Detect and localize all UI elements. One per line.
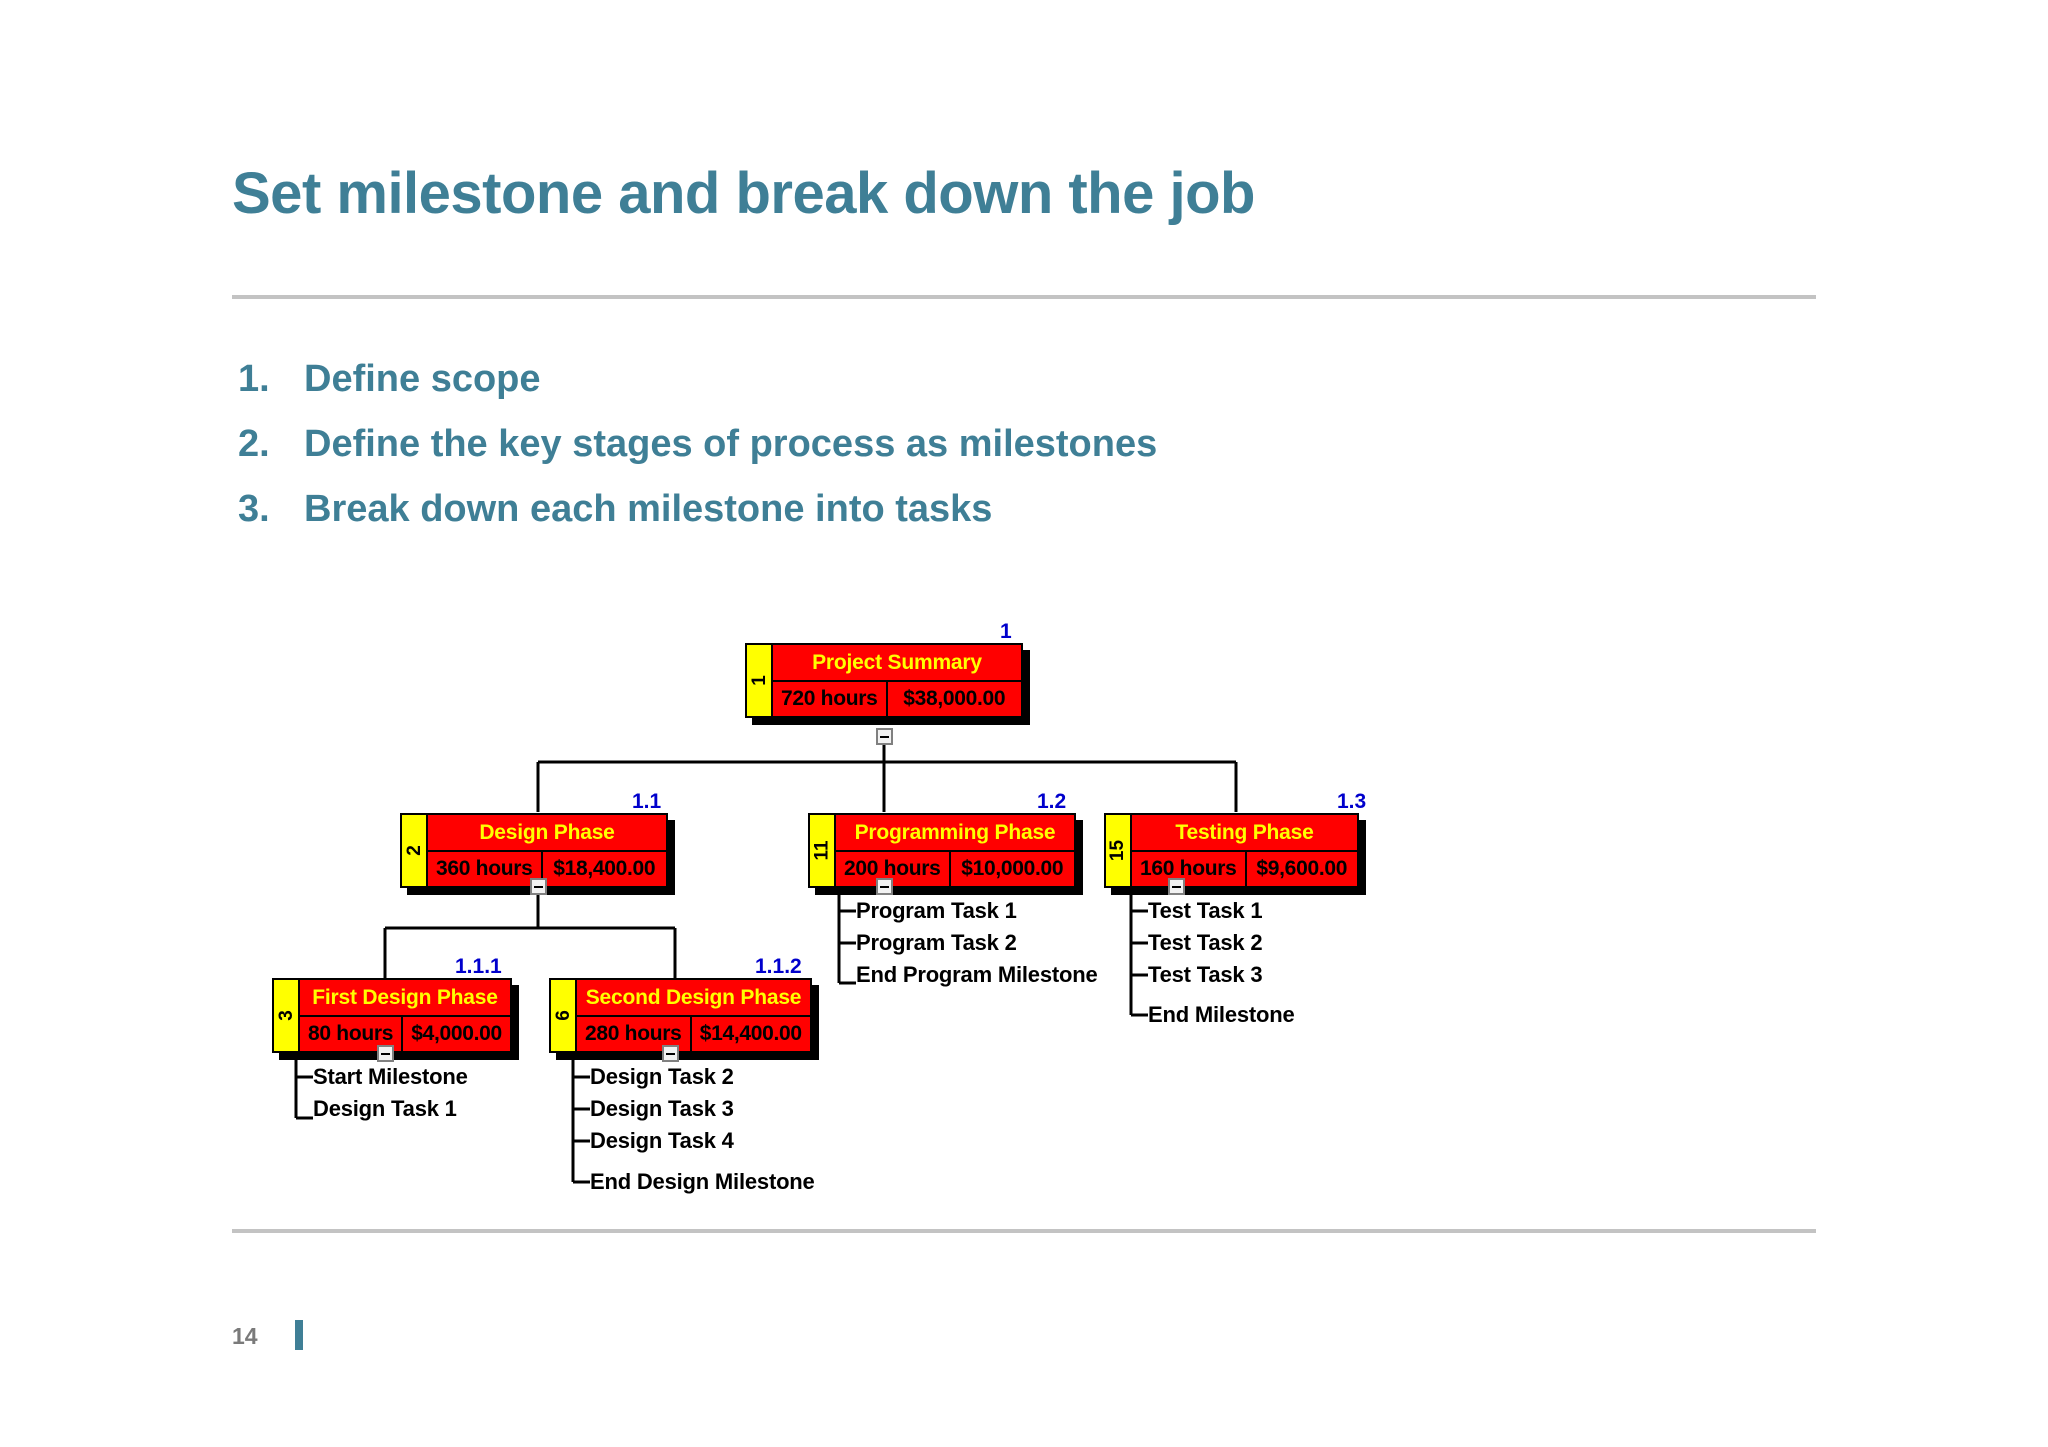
wbs-node-hours: 80 hours	[300, 1017, 404, 1051]
wbs-node-hours: 160 hours	[1132, 852, 1247, 886]
wbs-leaf-task: Design Task 1	[313, 1096, 457, 1121]
wbs-node-stats: 200 hours $10,000.00	[836, 852, 1074, 886]
list-item-label: Define the key stages of process as mile…	[304, 423, 1158, 465]
wbs-leaf-task: Design Task 3	[590, 1096, 734, 1121]
list-item-number: 3.	[238, 488, 270, 530]
wbs-node-id: 3	[274, 980, 300, 1051]
wbs-leaf-task: Start Milestone	[313, 1064, 468, 1089]
wbs-node-id: 2	[402, 815, 428, 886]
wbs-code-label: 1.2	[1037, 790, 1067, 813]
wbs-node-title: Testing Phase	[1132, 815, 1357, 852]
wbs-node-hours: 360 hours	[428, 852, 543, 886]
footer-divider	[232, 1229, 1816, 1233]
wbs-node-body: Project Summary 720 hours $38,000.00	[773, 645, 1021, 716]
wbs-node-testing-phase[interactable]: 15 Testing Phase 160 hours $9,600.00	[1104, 813, 1359, 888]
wbs-node-body: Testing Phase 160 hours $9,600.00	[1132, 815, 1357, 886]
wbs-node-id: 11	[810, 815, 836, 886]
list-item-number: 1.	[238, 358, 270, 400]
wbs-node-title: First Design Phase	[300, 980, 510, 1017]
wbs-node-hours: 720 hours	[773, 682, 888, 716]
collapse-toggle-icon[interactable]	[876, 728, 893, 745]
wbs-code-label: 1.1.1	[455, 955, 502, 978]
wbs-node-stats: 160 hours $9,600.00	[1132, 852, 1357, 886]
wbs-code-label: 1	[1000, 620, 1012, 643]
list-item-label: Define scope	[304, 358, 541, 400]
wbs-node-title: Programming Phase	[836, 815, 1074, 852]
wbs-node-cost: $18,400.00	[553, 857, 656, 880]
wbs-node-cost: $9,600.00	[1256, 857, 1348, 880]
wbs-node-cost: $4,000.00	[411, 1022, 502, 1045]
wbs-node-hours: 200 hours	[836, 852, 951, 886]
collapse-toggle-icon[interactable]	[530, 878, 547, 895]
wbs-node-id: 6	[551, 980, 577, 1051]
wbs-node-project-summary[interactable]: 1 Project Summary 720 hours $38,000.00	[745, 643, 1023, 718]
collapse-toggle-icon[interactable]	[1168, 878, 1185, 895]
wbs-code-label: 1.1.2	[755, 955, 802, 978]
wbs-node-cost: $14,400.00	[699, 1022, 802, 1045]
wbs-node-title: Design Phase	[428, 815, 666, 852]
wbs-code-label: 1.1	[632, 790, 662, 813]
wbs-node-body: Design Phase 360 hours $18,400.00	[428, 815, 666, 886]
list-item-number: 2.	[238, 423, 270, 465]
wbs-node-body: Second Design Phase 280 hours $14,400.00	[577, 980, 810, 1051]
page-title: Set milestone and break down the job	[232, 161, 1255, 226]
wbs-node-cost: $10,000.00	[961, 857, 1064, 880]
wbs-node-body: First Design Phase 80 hours $4,000.00	[300, 980, 510, 1051]
wbs-code-label: 1.3	[1337, 790, 1367, 813]
wbs-node-programming-phase[interactable]: 11 Programming Phase 200 hours $10,000.0…	[808, 813, 1076, 888]
wbs-leaf-task: Design Task 4	[590, 1128, 734, 1153]
collapse-toggle-icon[interactable]	[876, 878, 893, 895]
wbs-leaf-task: Test Task 2	[1148, 930, 1263, 955]
list-item: 1. Define scope	[238, 358, 1638, 401]
header-divider	[232, 295, 1816, 299]
wbs-node-title: Project Summary	[773, 645, 1021, 682]
footer-accent-bar	[295, 1320, 303, 1350]
wbs-leaf-task: Program Task 1	[856, 898, 1017, 923]
wbs-node-first-design-phase[interactable]: 3 First Design Phase 80 hours $4,000.00	[272, 978, 512, 1053]
wbs-node-stats: 80 hours $4,000.00	[300, 1017, 510, 1051]
wbs-node-title: Second Design Phase	[577, 980, 810, 1017]
wbs-node-stats: 720 hours $38,000.00	[773, 682, 1021, 716]
wbs-node-stats: 280 hours $14,400.00	[577, 1017, 810, 1051]
wbs-node-second-design-phase[interactable]: 6 Second Design Phase 280 hours $14,400.…	[549, 978, 812, 1053]
page-number: 14	[232, 1323, 258, 1349]
wbs-node-id: 15	[1106, 815, 1132, 886]
wbs-node-cost: $38,000.00	[903, 687, 1006, 710]
list-item: 2. Define the key stages of process as m…	[238, 423, 1638, 466]
wbs-leaf-task: End Milestone	[1148, 1002, 1295, 1027]
list-item-label: Break down each milestone into tasks	[304, 488, 993, 530]
wbs-leaf-task: End Program Milestone	[856, 962, 1098, 987]
wbs-leaf-task: Test Task 1	[1148, 898, 1263, 923]
wbs-leaf-task: Program Task 2	[856, 930, 1017, 955]
list-item: 3. Break down each milestone into tasks	[238, 488, 1638, 531]
agenda-list: 1. Define scope 2. Define the key stages…	[238, 358, 1638, 553]
wbs-leaf-task: Test Task 3	[1148, 962, 1263, 987]
wbs-leaf-task: End Design Milestone	[590, 1169, 815, 1194]
wbs-node-design-phase[interactable]: 2 Design Phase 360 hours $18,400.00	[400, 813, 668, 888]
wbs-node-id: 1	[747, 645, 773, 716]
collapse-toggle-icon[interactable]	[662, 1045, 679, 1062]
collapse-toggle-icon[interactable]	[377, 1045, 394, 1062]
wbs-node-body: Programming Phase 200 hours $10,000.00	[836, 815, 1074, 886]
wbs-node-hours: 280 hours	[577, 1017, 692, 1051]
wbs-node-stats: 360 hours $18,400.00	[428, 852, 666, 886]
wbs-leaf-task: Design Task 2	[590, 1064, 734, 1089]
